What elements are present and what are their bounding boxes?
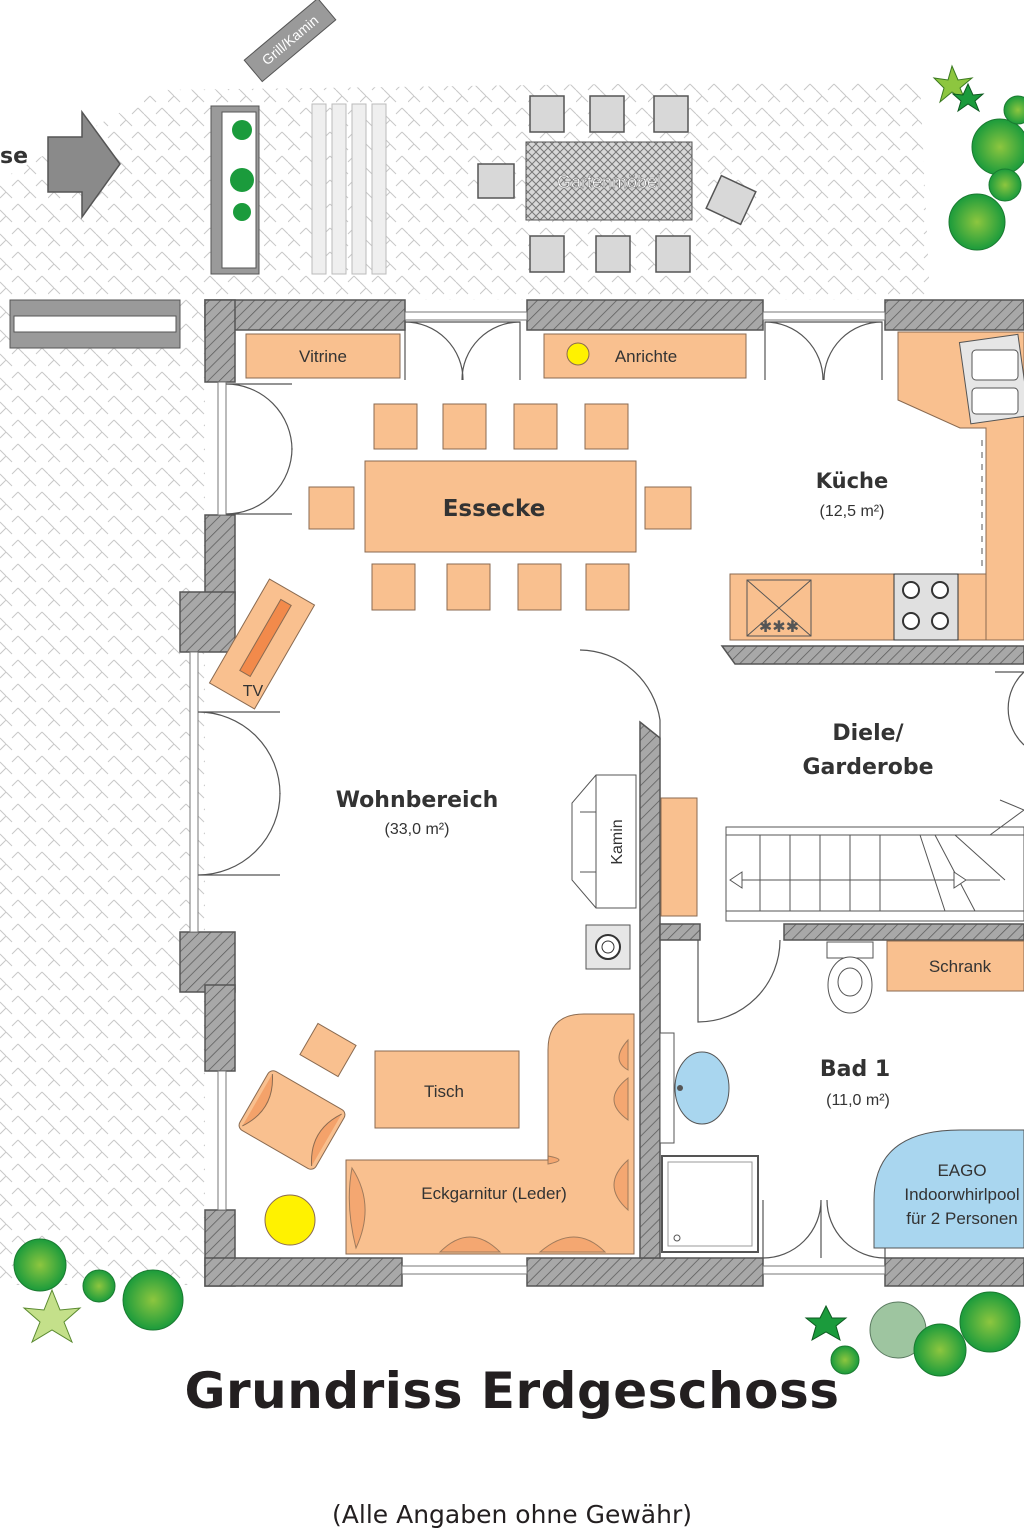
garden-chairs — [477, 95, 757, 273]
sink-icon — [958, 333, 1024, 425]
diele-label-2: Garderobe — [802, 755, 933, 780]
outer-walls — [179, 299, 1024, 1287]
wohnbereich-area: (33,0 m²) — [385, 821, 450, 838]
armchair — [238, 1022, 357, 1170]
kueche-area: (12,5 m²) — [820, 503, 885, 520]
planter — [210, 105, 260, 275]
plan-title: Grundriss Erdgeschoss — [184, 1362, 840, 1420]
terrace-arrow-icon — [47, 109, 121, 220]
tv — [208, 578, 316, 710]
kueche-label: Küche — [816, 469, 889, 493]
vitrine: Vitrine — [245, 333, 401, 379]
wash-basin-icon — [659, 1032, 730, 1144]
dining-table — [364, 460, 637, 553]
corner-sofa: Eckgarnitur (Leder) — [345, 1013, 635, 1255]
wohnbereich-label: Wohnbereich — [336, 788, 499, 813]
staircase — [725, 799, 1024, 922]
vitrine-label: Vitrine — [299, 347, 347, 366]
kamin: Kamin — [571, 774, 637, 909]
schrank-label: Schrank — [929, 957, 992, 976]
eckgarnitur-label: Eckgarnitur (Leder) — [421, 1184, 567, 1203]
shower — [661, 1155, 759, 1253]
grill-kamin: Grill/Kamin — [243, 0, 337, 83]
diele-label-1: Diele/ — [832, 721, 904, 746]
terrace-label: se — [0, 144, 28, 169]
schrank: Schrank — [886, 940, 1024, 992]
whirlpool: EAGO Indoorwhirlpool für 2 Personen — [873, 1129, 1024, 1249]
anrichte: Anrichte — [543, 333, 747, 379]
wardrobe-bench — [660, 797, 698, 917]
svg-text:✱✱✱: ✱✱✱ — [759, 619, 799, 636]
floor-lamp — [264, 1194, 316, 1246]
whirlpool-line-3: für 2 Personen — [906, 1209, 1018, 1228]
fridge-icon: ✱✱✱ — [746, 579, 812, 637]
sun-loungers — [311, 103, 387, 275]
tisch-label: Tisch — [424, 1082, 464, 1101]
whirlpool-line-1: EAGO — [937, 1161, 986, 1180]
coffee-table: Tisch — [374, 1050, 520, 1129]
anrichte-label: Anrichte — [615, 347, 677, 366]
essecke-label: Essecke — [443, 496, 546, 522]
stove-icon — [893, 573, 959, 641]
garden-table: Gartenmöbel — [525, 141, 693, 221]
kamin-label: Kamin — [609, 819, 626, 864]
garden-bench — [9, 299, 181, 349]
bad-label: Bad 1 — [820, 1057, 890, 1082]
whirlpool-line-2: Indoorwhirlpool — [904, 1185, 1019, 1204]
stove-small-icon — [585, 924, 631, 970]
bad-area: (11,0 m²) — [826, 1092, 890, 1109]
tv-label: TV — [243, 683, 264, 700]
garden-furniture-label: Gartenmöbel — [557, 172, 661, 192]
disclaimer-note: (Alle Angaben ohne Gewähr) — [332, 1500, 692, 1529]
toilet-icon — [826, 941, 874, 1014]
dining-chairs — [308, 403, 692, 611]
plants — [13, 64, 1024, 1377]
windows — [189, 311, 886, 1275]
door-swings — [197, 321, 1024, 1259]
